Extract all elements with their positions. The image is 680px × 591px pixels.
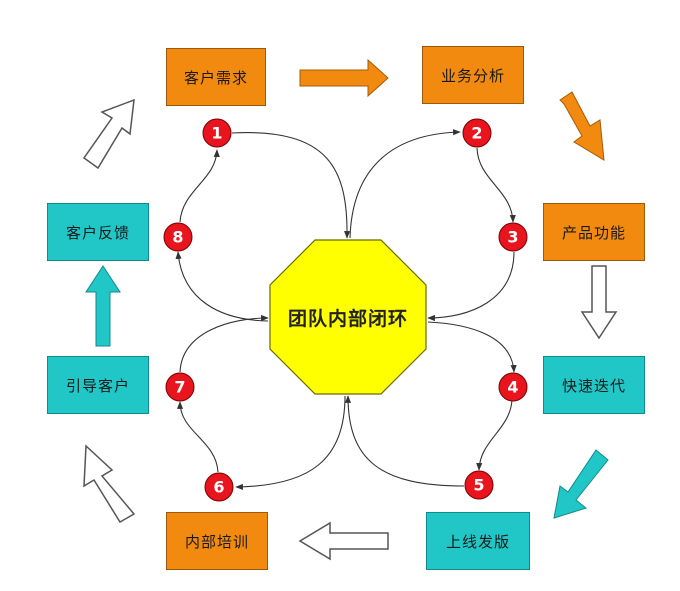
- node-fast-iteration: 快速迭代: [543, 356, 645, 414]
- step-circle-3: 3: [498, 222, 528, 252]
- node-guide-customer: 引导客户: [47, 356, 149, 414]
- step-circle-8: 8: [163, 222, 193, 252]
- step-number-7: 7: [174, 378, 185, 397]
- connector-3-to-center: [427, 251, 515, 322]
- step-circle-6: 6: [204, 472, 234, 502]
- cycle-arrow-left: [85, 265, 121, 347]
- step-circle-7: 7: [165, 372, 195, 402]
- connector-2-to-3: [476, 147, 516, 223]
- cycle-arrow-bottom: [298, 521, 389, 561]
- step-number-2: 2: [471, 124, 482, 143]
- node-product-function: 产品功能: [543, 203, 645, 261]
- center-octagon: [269, 239, 427, 395]
- cycle-arrow-right: [580, 265, 618, 340]
- step-number-1: 1: [211, 124, 222, 143]
- step-circle-2: 2: [462, 118, 492, 148]
- connector-1-to-center: [231, 132, 351, 239]
- step-circle-5: 5: [464, 470, 494, 500]
- step-number-5: 5: [473, 476, 484, 495]
- node-business-analysis: 业务分析: [422, 46, 524, 104]
- connector-4-to-5: [476, 399, 513, 471]
- connector-5-to-center: [344, 395, 465, 487]
- connector-7-to-center: [179, 314, 269, 373]
- cycle-arrow-top-right: [559, 91, 605, 161]
- step-circle-4: 4: [498, 372, 528, 402]
- step-number-6: 6: [213, 478, 224, 497]
- step-number-3: 3: [507, 228, 518, 247]
- connector-center-to-4: [427, 321, 517, 373]
- step-number-4: 4: [507, 378, 518, 397]
- node-customer-feedback: 客户反馈: [47, 203, 149, 261]
- node-customer-demand: 客户需求: [166, 48, 266, 106]
- step-number-8: 8: [172, 228, 183, 247]
- connector-8-to-1: [179, 149, 220, 223]
- connector-center-to-8: [175, 251, 269, 322]
- cycle-arrow-bottom-left: [83, 444, 136, 524]
- connector-6-to-7: [176, 401, 219, 473]
- cycle-arrow-top-left: [82, 98, 135, 170]
- connector-center-to-6: [235, 395, 346, 490]
- cycle-arrow-bottom-right: [553, 449, 609, 519]
- step-circle-1: 1: [202, 118, 232, 148]
- cycle-arrow-top: [299, 58, 389, 98]
- node-release: 上线发版: [426, 512, 530, 570]
- node-internal-training: 内部培训: [166, 512, 268, 570]
- connector-center-to-2: [349, 129, 461, 239]
- center-label: 团队内部闭环: [287, 307, 408, 330]
